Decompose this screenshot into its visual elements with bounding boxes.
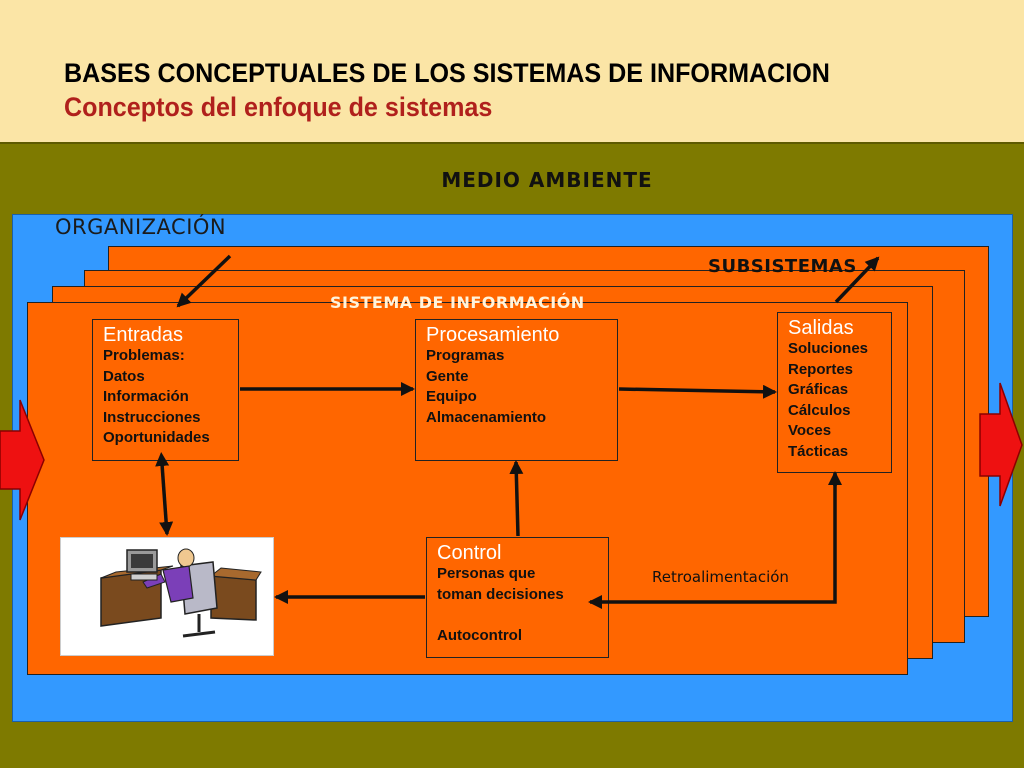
processing-box: Procesamiento Programas Gente Equipo Alm…	[415, 319, 618, 461]
outputs-item: Gráficas	[788, 381, 849, 398]
computer-user-icon	[100, 548, 262, 638]
environment-label: MEDIO AMBIENTE	[441, 168, 653, 192]
inputs-item: Datos	[103, 367, 145, 385]
input-arrow-icon	[0, 399, 45, 521]
feedback-label: Retroalimentación	[652, 568, 789, 586]
processing-item: Programas	[426, 347, 505, 364]
inputs-item: Instrucciones	[103, 408, 201, 426]
processing-item: Equipo	[426, 388, 477, 405]
outputs-item: Tácticas	[788, 442, 849, 460]
slide-subtitle: Conceptos del enfoque de sistemas	[64, 92, 493, 122]
processing-item: Gente	[426, 367, 469, 385]
control-to-processing-arrow	[509, 460, 524, 537]
slide-header: BASES CONCEPTUALES DE LOS SISTEMAS DE IN…	[0, 0, 1024, 142]
outputs-box: Salidas Soluciones Reportes Gráficas Cál…	[777, 312, 892, 473]
outputs-item: Cálculos	[788, 401, 851, 419]
inputs-item: Oportunidades	[103, 429, 210, 446]
inputs-item: Problemas:	[103, 347, 185, 364]
feedback-arrow	[588, 474, 837, 609]
subsystems-output-arrow	[834, 256, 880, 304]
outputs-title: Salidas	[788, 317, 854, 339]
control-item: Autocontrol	[437, 626, 522, 644]
control-item: Personas que	[437, 565, 536, 582]
slide-title: BASES CONCEPTUALES DE LOS SISTEMAS DE IN…	[64, 58, 830, 88]
processing-title: Procesamiento	[426, 324, 560, 346]
outputs-item: Reportes	[788, 360, 854, 378]
information-system-label: SISTEMA DE INFORMACIÓN	[330, 293, 585, 312]
inputs-user-double-arrow	[155, 452, 174, 536]
outputs-item: Voces	[788, 422, 832, 439]
control-item: toman decisiones	[437, 585, 564, 603]
outputs-item: Soluciones	[788, 340, 869, 357]
inputs-title: Entradas	[103, 324, 184, 346]
computer-user-clipart	[60, 537, 274, 656]
inputs-item: Información	[103, 388, 189, 405]
processing-to-outputs-arrow	[618, 384, 777, 399]
control-title: Control	[437, 542, 502, 564]
subsystems-label: SUBSISTEMAS	[708, 256, 857, 277]
inputs-box: Entradas Problemas: Datos Información In…	[92, 319, 239, 461]
organization-label: ORGANIZACIÓN	[55, 215, 227, 239]
processing-item: Almacenamiento	[426, 408, 547, 426]
control-box: Control Personas que toman decisiones Au…	[426, 537, 609, 658]
output-arrow-icon	[979, 382, 1023, 507]
organization-input-arrow	[176, 254, 232, 308]
